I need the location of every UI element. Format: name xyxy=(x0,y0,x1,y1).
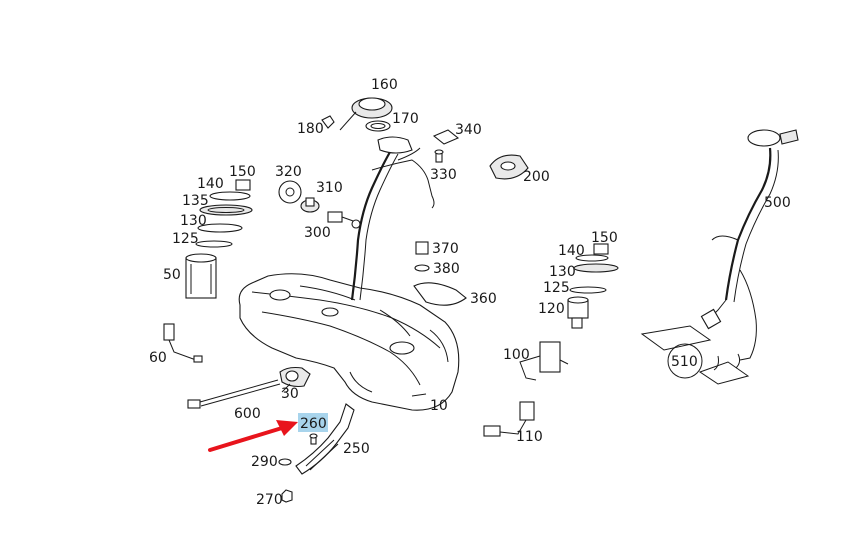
red-arrow xyxy=(208,420,298,452)
vent-pipe[interactable] xyxy=(350,136,435,301)
plate-340[interactable] xyxy=(432,129,460,145)
label-510: 510 xyxy=(671,354,698,370)
label-130-left: 130 xyxy=(180,213,207,229)
label-125-left: 125 xyxy=(172,231,199,247)
label-200: 200 xyxy=(523,169,550,185)
valve-310[interactable] xyxy=(300,197,320,213)
label-300: 300 xyxy=(304,225,331,241)
label-10: 10 xyxy=(430,398,448,414)
module-100[interactable] xyxy=(519,341,569,381)
part-180[interactable] xyxy=(321,115,335,129)
label-500: 500 xyxy=(764,195,791,211)
label-250: 250 xyxy=(343,441,370,457)
label-150-right: 150 xyxy=(591,230,618,246)
label-340: 340 xyxy=(455,122,482,138)
pump-120[interactable] xyxy=(567,296,589,329)
seal-140-left[interactable] xyxy=(209,191,251,201)
sender-300[interactable] xyxy=(327,211,361,229)
label-150-left: 150 xyxy=(229,164,256,180)
label-50: 50 xyxy=(163,267,181,283)
connector-30[interactable] xyxy=(279,366,311,388)
label-60: 60 xyxy=(149,350,167,366)
label-170: 170 xyxy=(392,111,419,127)
seal-ring-170[interactable] xyxy=(365,120,391,132)
label-120: 120 xyxy=(538,301,565,317)
label-110: 110 xyxy=(516,429,543,445)
strap-250[interactable] xyxy=(295,403,355,475)
fuel-cap-160[interactable] xyxy=(339,97,393,131)
label-600: 600 xyxy=(234,406,261,422)
label-270: 270 xyxy=(256,492,283,508)
seal-130-left[interactable] xyxy=(197,223,243,233)
bolt-330[interactable] xyxy=(434,149,444,163)
cover-360[interactable] xyxy=(413,282,467,306)
label-160: 160 xyxy=(371,77,398,93)
ring-125-right[interactable] xyxy=(569,286,607,294)
fuel-tank[interactable] xyxy=(238,273,460,411)
label-260: 260 xyxy=(300,416,327,432)
fuel-line-600[interactable] xyxy=(187,379,281,409)
label-180: 180 xyxy=(297,121,324,137)
leader-lines xyxy=(281,383,427,397)
cap-320[interactable] xyxy=(278,180,302,204)
label-370: 370 xyxy=(432,241,459,257)
cover-200[interactable] xyxy=(489,154,529,180)
label-130-right: 130 xyxy=(549,264,576,280)
pump-module-50[interactable] xyxy=(185,253,217,299)
ring-135-left[interactable] xyxy=(199,204,253,216)
seal-130-right[interactable] xyxy=(573,263,619,273)
part-150-right[interactable] xyxy=(593,243,609,255)
label-380: 380 xyxy=(433,261,460,277)
sender-110[interactable] xyxy=(483,401,535,437)
label-330: 330 xyxy=(430,167,457,183)
nut-270[interactable] xyxy=(281,489,293,503)
bolt-260[interactable] xyxy=(309,433,318,445)
level-sensor-60[interactable] xyxy=(163,323,203,363)
washer-290[interactable] xyxy=(278,458,292,466)
part-150-left[interactable] xyxy=(235,179,251,191)
label-125-right: 125 xyxy=(543,280,570,296)
label-100: 100 xyxy=(503,347,530,363)
label-135: 135 xyxy=(182,193,209,209)
label-310: 310 xyxy=(316,180,343,196)
label-360: 360 xyxy=(470,291,497,307)
label-290: 290 xyxy=(251,454,278,470)
callout-highlight xyxy=(298,413,328,432)
label-320: 320 xyxy=(275,164,302,180)
seal-140-right[interactable] xyxy=(575,254,609,262)
plug-370[interactable] xyxy=(415,241,429,255)
label-30: 30 xyxy=(281,386,299,402)
clip-510[interactable] xyxy=(640,325,750,385)
label-140-left: 140 xyxy=(197,176,224,192)
label-140-right: 140 xyxy=(558,243,585,259)
filler-neck-500[interactable] xyxy=(700,129,799,361)
ring-125-left[interactable] xyxy=(195,240,233,248)
washer-380[interactable] xyxy=(414,264,430,272)
